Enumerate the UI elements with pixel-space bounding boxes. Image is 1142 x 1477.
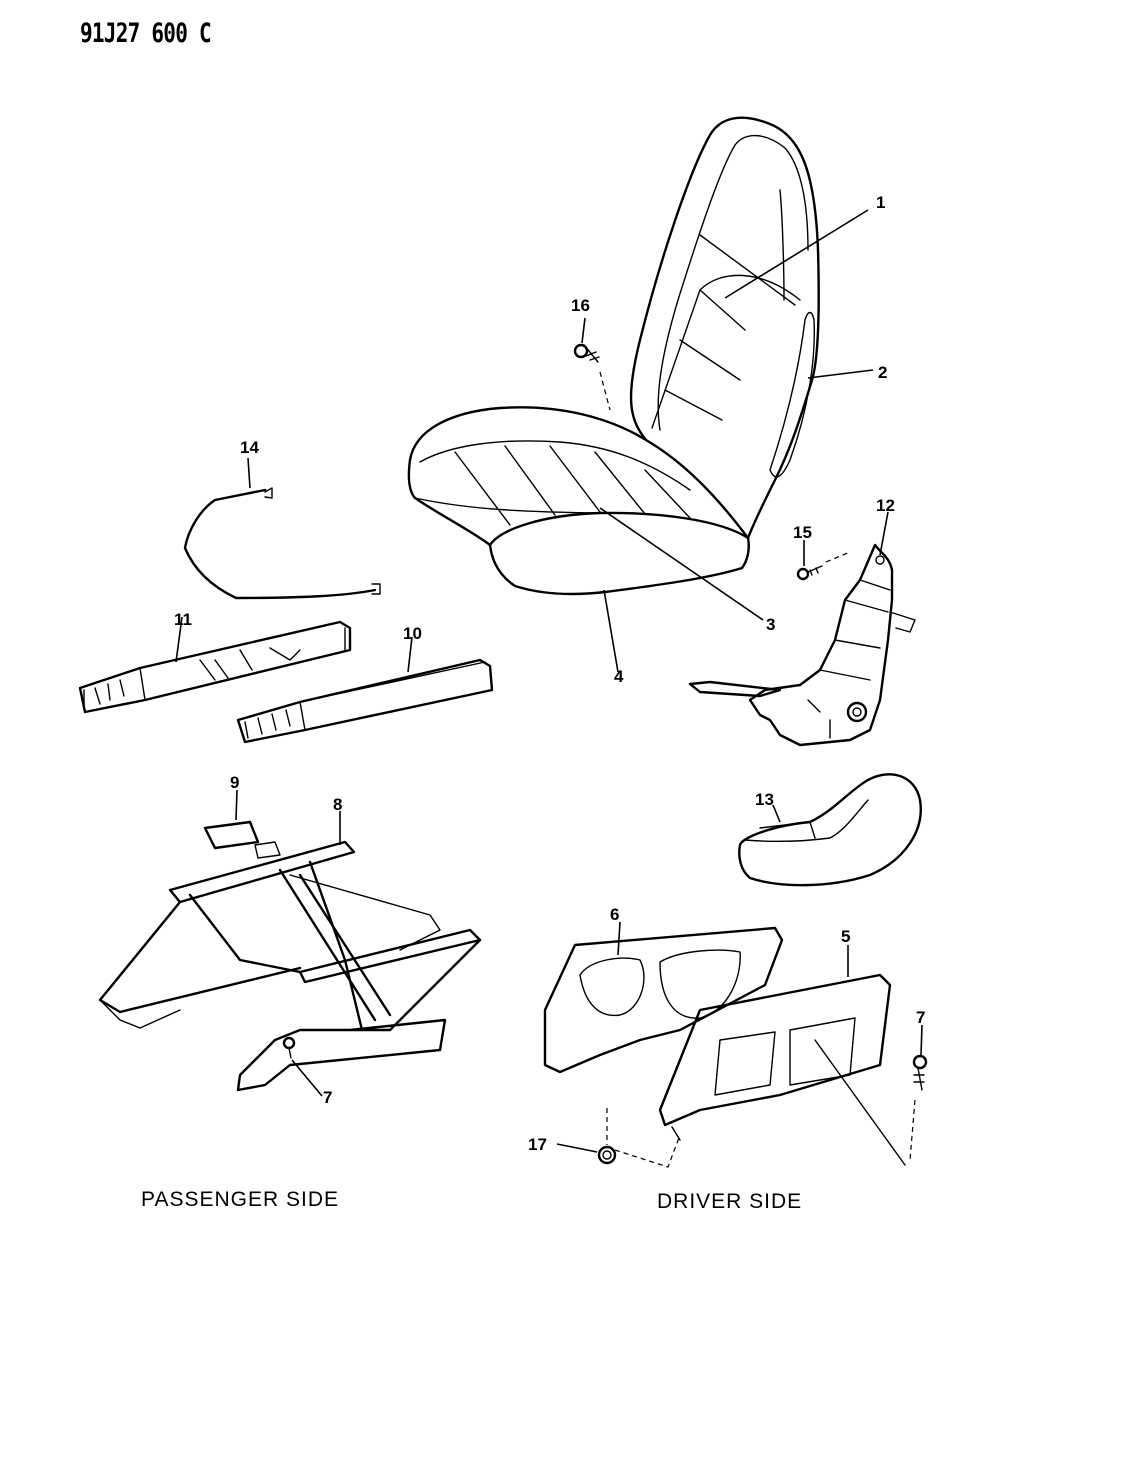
recliner-mechanism-12-illustration [688,543,916,747]
passenger-riser-illustration [98,840,482,1092]
callout-7-passenger: 7 [323,1088,332,1107]
seat-cushion-illustration [407,406,750,596]
callout-8: 8 [333,795,342,814]
callout-2: 2 [878,363,887,382]
callout-numbers: 1 2 3 4 5 6 7 7 8 9 10 11 12 13 14 15 16… [174,193,925,1154]
track-adjuster-10-illustration [236,658,494,744]
callout-14: 14 [240,438,259,457]
driver-riser-illustration [543,926,928,1168]
callout-10: 10 [403,624,422,643]
leader-lines [175,209,923,1153]
callout-7-driver: 7 [916,1008,925,1027]
callout-9: 9 [230,773,239,792]
callout-4: 4 [614,667,624,686]
callout-1: 1 [876,193,885,212]
callout-13: 13 [755,790,774,809]
seat-bolt-16-illustration [573,343,611,411]
callout-16: 16 [571,296,590,315]
callout-6: 6 [610,905,619,924]
callout-17: 17 [528,1135,547,1154]
seat-back-illustration [629,116,820,540]
passenger-side-label: PASSENGER SIDE [141,1188,339,1211]
recliner-screw-15-illustration [796,551,851,581]
callout-3: 3 [766,615,775,634]
callout-12: 12 [876,496,895,515]
label-9-illustration [203,820,260,850]
armrest-13-illustration [738,773,922,887]
driver-side-label: DRIVER SIDE [657,1190,803,1213]
callout-15: 15 [793,523,812,542]
track-adjuster-11-illustration [78,620,352,714]
callout-11: 11 [174,610,192,629]
diagram-code: 91J27 600 C [80,18,212,49]
assist-tube-14-illustration [183,487,381,600]
callout-5: 5 [841,927,850,946]
